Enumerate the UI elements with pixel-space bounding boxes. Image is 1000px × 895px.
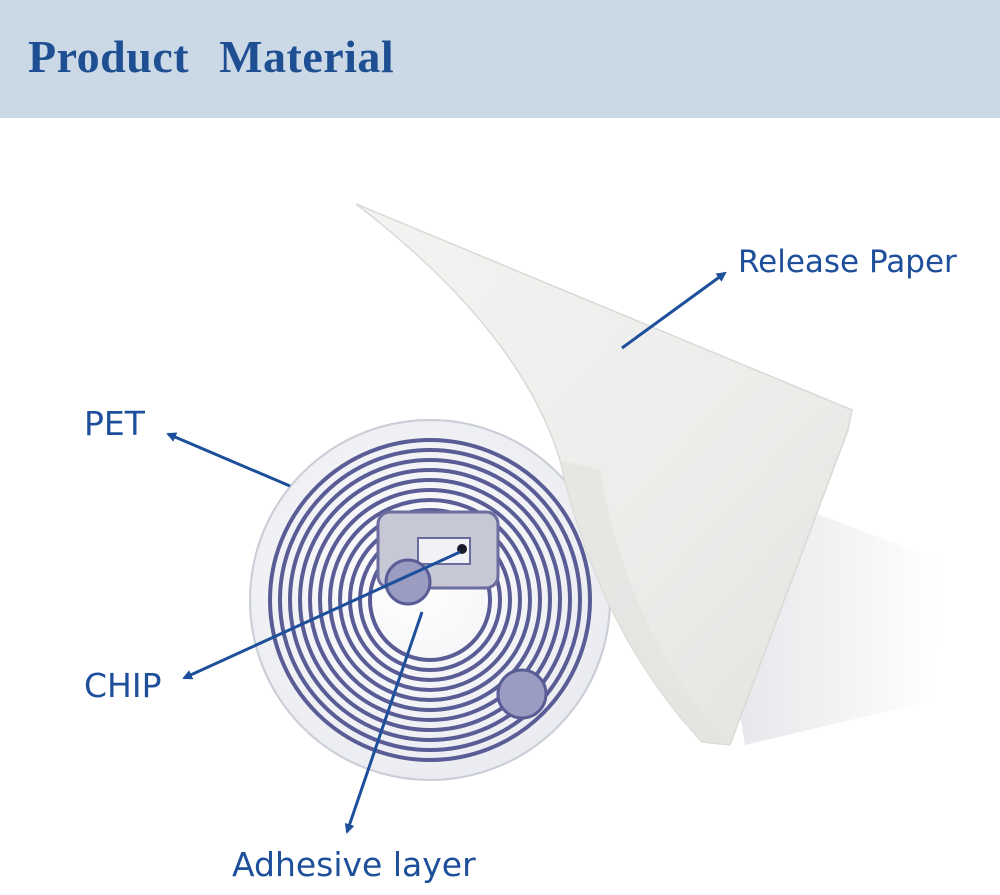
pet-arrow — [166, 432, 291, 488]
page-title: Product Material — [28, 31, 395, 82]
nfc-tag-disc — [249, 419, 611, 781]
pet-label: PET — [84, 404, 145, 443]
nfc-tag-diagram — [166, 203, 940, 834]
chip-arrow — [182, 550, 461, 680]
release-paper-label: Release Paper — [738, 244, 957, 280]
adhesive-arrow — [344, 611, 424, 834]
chip-label: CHIP — [84, 666, 162, 705]
release-paper-arrow — [621, 271, 727, 350]
header-banner: Product Material — [0, 0, 1000, 118]
adhesive-layer-label: Adhesive layer — [232, 845, 476, 884]
